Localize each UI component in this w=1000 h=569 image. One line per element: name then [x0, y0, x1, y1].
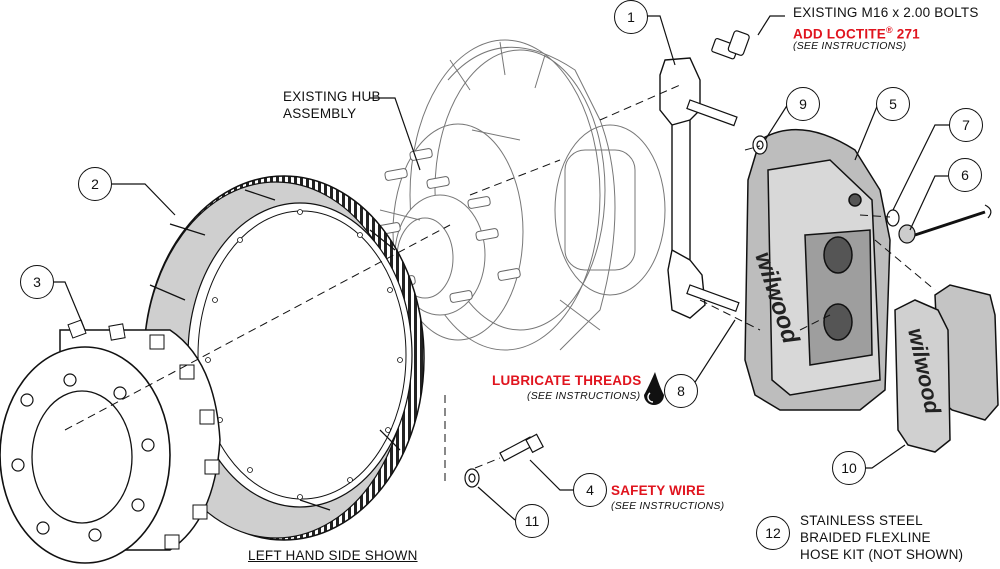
lubricate-label: LUBRICATE THREADS [492, 373, 642, 388]
registered-mark: ® [885, 25, 893, 35]
hub-label-line1: EXISTING HUB [283, 89, 381, 104]
loctite-number: 271 [892, 26, 920, 42]
callout-11: 11 [515, 504, 549, 538]
bolts-note: (SEE INSTRUCTIONS) [793, 40, 907, 52]
callout-8: 8 [664, 374, 698, 408]
assembly-lines [64, 84, 936, 485]
loctite-text: ADD LOCTITE [793, 26, 886, 42]
rotor-bolt-holes [205, 209, 403, 500]
bolts-label: EXISTING M16 x 2.00 BOLTS [793, 5, 979, 20]
callout-6: 6 [948, 158, 982, 192]
callout-2: 2 [78, 167, 112, 201]
lubricate-note: (SEE INSTRUCTIONS) [527, 390, 641, 402]
side-shown-label: LEFT HAND SIDE SHOWN [248, 548, 418, 563]
callout-12: 12 [756, 516, 790, 550]
callout-10: 10 [832, 451, 866, 485]
hub-label-line2: ASSEMBLY [283, 106, 357, 121]
safety-wire-note: (SEE INSTRUCTIONS) [611, 500, 725, 512]
oil-drop-icon [644, 372, 664, 405]
hose-label-line1: STAINLESS STEEL [800, 513, 923, 528]
brake-pads: wilwood [894, 284, 999, 453]
small-hardware [464, 135, 992, 488]
hose-label-line2: BRAIDED FLEXLINE [800, 530, 931, 545]
callout-5: 5 [876, 87, 910, 121]
brake-caliper: wilwood [744, 128, 891, 411]
callout-9: 9 [786, 87, 820, 121]
loctite-label: ADD LOCTITE® 271 [793, 22, 920, 43]
callout-3: 3 [20, 265, 54, 299]
callout-1: 1 [614, 0, 648, 34]
rotor-hat [0, 319, 221, 564]
callout-4: 4 [573, 473, 607, 507]
callout-7: 7 [949, 108, 983, 142]
hose-label-line3: HOSE KIT (NOT SHOWN) [800, 547, 964, 562]
safety-wire-label: SAFETY WIRE [611, 483, 706, 498]
bracket-bolts [686, 30, 750, 313]
caliper-bracket [659, 57, 706, 319]
